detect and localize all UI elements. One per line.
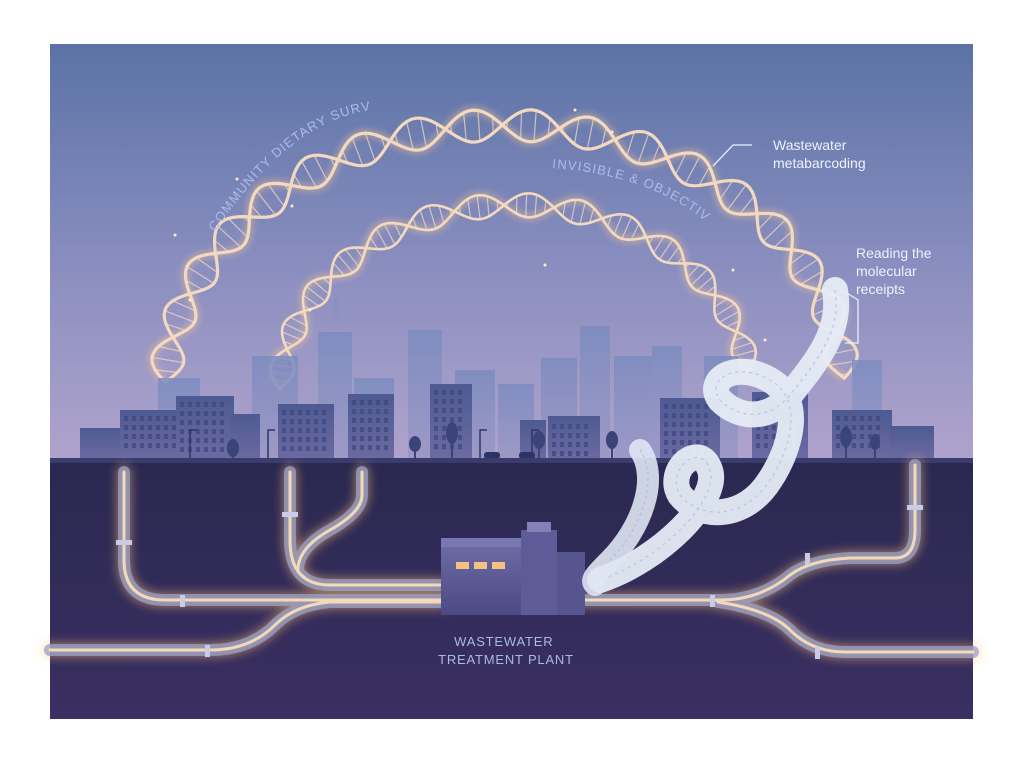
dna-helix-inner	[265, 190, 758, 392]
dna-helix-arcs	[147, 105, 859, 392]
sparkle-dot	[573, 108, 577, 112]
callout-top-line2: metabarcoding	[773, 155, 866, 171]
callout-top-line1: Wastewater	[773, 137, 847, 153]
callout-mid-line1: Reading the	[856, 245, 932, 261]
street-line	[50, 458, 973, 463]
tree-icon	[227, 422, 880, 461]
dna-helix-outer	[147, 105, 859, 386]
car-icon	[484, 452, 535, 459]
pipe-joints	[116, 505, 923, 659]
sparkle-dot	[235, 177, 239, 181]
sewer-pipe-network	[43, 458, 980, 659]
sparkle-dot	[188, 298, 192, 302]
street-details	[189, 422, 880, 461]
sparkle-dot	[543, 263, 547, 267]
sparkle-dot	[763, 338, 767, 342]
reading-receipts-callout: Reading the molecular receipts	[856, 245, 935, 297]
plant-label-line1: WASTEWATER	[454, 634, 553, 649]
plant-window	[456, 562, 469, 569]
sparkle-dot	[173, 233, 177, 237]
molecular-receipt-ribbon	[582, 277, 850, 596]
sparkle-dot	[731, 268, 735, 272]
wastewater-metabarcoding-callout: Wastewater metabarcoding	[773, 137, 866, 171]
callout-mid-line3: receipts	[856, 281, 905, 297]
plant-window	[492, 562, 505, 569]
callout-mid-line2: molecular	[856, 263, 917, 279]
plant-window	[474, 562, 487, 569]
treatment-plant-building	[441, 522, 585, 615]
plant-label-line2: TREATMENT PLANT	[438, 652, 574, 667]
sparkle-dot	[308, 308, 312, 312]
sparkle-dot	[610, 130, 614, 134]
sparkle-dot	[290, 204, 294, 208]
street-lamp-icon	[189, 429, 539, 461]
treatment-plant-label: WASTEWATER TREATMENT PLANT	[438, 634, 574, 667]
callout-leaders	[712, 144, 859, 344]
